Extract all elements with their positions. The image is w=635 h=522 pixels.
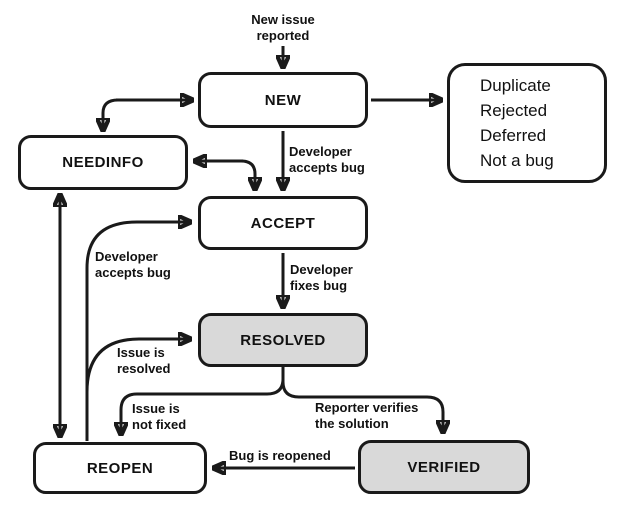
resolution-rejected: Rejected (480, 101, 548, 120)
state-needinfo: NEEDINFO (18, 135, 188, 190)
edge-needinfo-to-accept (240, 159, 255, 189)
resolution-not-a-bug: Not a bug (480, 151, 554, 170)
edge-reopen-to-resolved (85, 339, 190, 441)
label-issue-is-not-fixed: Issue is not fixed (132, 401, 187, 432)
label-reporter-verifies-solution: Reporter verifies the solution (315, 400, 419, 431)
edge-new-to-needinfo (103, 98, 119, 130)
state-accept: ACCEPT (198, 196, 368, 250)
state-verified: VERIFIED (358, 440, 530, 494)
label-bug-is-reopened: Bug is reopened (229, 448, 331, 463)
resolution-deferred: Deferred (480, 126, 547, 145)
label-issue-is-resolved: Issue is resolved (117, 345, 171, 376)
state-new: NEW (198, 72, 368, 128)
state-reopen: REOPEN (33, 442, 207, 494)
edge-reopen-to-accept (85, 222, 190, 441)
state-resolved: RESOLVED (198, 313, 368, 367)
label-developer-fixes-bug: Developer fixes bug (290, 262, 353, 293)
label-developer-accepts-bug: Developer accepts bug (289, 144, 365, 175)
resolution-duplicate: Duplicate (480, 76, 551, 95)
resolutions-box: Duplicate Rejected Deferred Not a bug (447, 63, 607, 183)
note-new-issue-reported: New issue reported (251, 12, 315, 43)
edge-resolved-to-verified (281, 367, 443, 432)
label-developer-accepts-bug-left: Developer accepts bug (95, 249, 171, 280)
